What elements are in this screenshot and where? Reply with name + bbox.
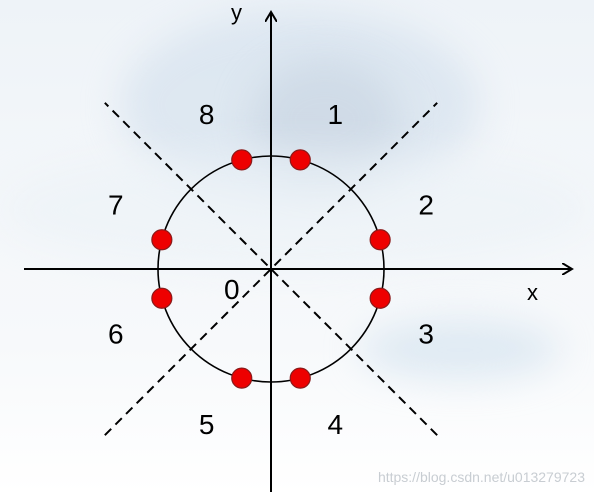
diagonal-dashed-lines bbox=[104, 102, 438, 436]
background-photo-blur bbox=[0, 150, 594, 270]
y-axis-label: y bbox=[231, 0, 242, 25]
x-axis-label: x bbox=[527, 280, 538, 305]
diagonal-dashed-line-135 bbox=[104, 102, 438, 436]
circle-point-4 bbox=[151, 287, 173, 309]
watermark-text: https://blog.csdn.net/u013279723 bbox=[378, 469, 585, 485]
diagonal-dashed-line-45 bbox=[104, 102, 438, 436]
circle-point-3 bbox=[151, 229, 173, 251]
circle-point-6 bbox=[289, 367, 311, 389]
region-label-3: 3 bbox=[418, 318, 434, 349]
circle-point-7 bbox=[369, 287, 391, 309]
circle-point-1 bbox=[289, 149, 311, 171]
region-label-5: 5 bbox=[199, 409, 215, 440]
circle-outline bbox=[157, 155, 385, 383]
origin-label: 0 bbox=[224, 274, 240, 305]
region-labels: 1 2 3 4 5 6 7 8 bbox=[108, 99, 434, 440]
circle-point-5 bbox=[231, 367, 253, 389]
region-label-7: 7 bbox=[108, 190, 124, 221]
region-label-6: 6 bbox=[108, 318, 124, 349]
circle-point-8 bbox=[369, 229, 391, 251]
region-label-8: 8 bbox=[199, 99, 215, 130]
region-label-2: 2 bbox=[418, 190, 434, 221]
circle-points bbox=[151, 149, 391, 389]
background-photo-blur bbox=[360, 320, 560, 380]
circle-point-2 bbox=[231, 149, 253, 171]
region-label-1: 1 bbox=[328, 99, 344, 130]
region-label-4: 4 bbox=[328, 409, 344, 440]
